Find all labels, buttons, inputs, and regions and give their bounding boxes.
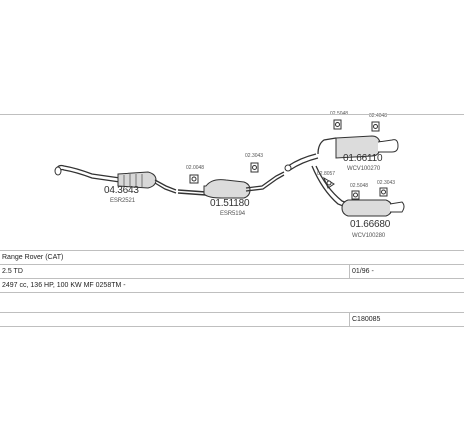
table-divider-1 [349,264,350,278]
table-rule-4 [0,292,464,293]
rear-upper-code: 01.66110 [343,153,383,164]
front-pipe-code: 04.3643 [104,185,139,196]
clip-a-code: 02.0048 [186,165,205,171]
spec-text: 2497 cc, 136 HP, 100 KW MF 0258TM - [2,282,126,289]
clip-e-code: 02.8057 [317,171,336,177]
table-rule-3 [0,278,464,279]
middle-silencer-ref: ESR5194 [220,211,245,217]
rear-lower-code: 01.66680 [350,219,391,230]
clip-part-c [333,119,342,130]
model-text: Range Rover (CAT) [2,254,64,261]
table-rule-2 [0,264,464,265]
engine-text: 2.5 TD [2,268,23,275]
front-pipe-ref: ESR2521 [110,198,135,204]
middle-silencer-code: 01.51180 [210,198,250,209]
clip-f-code: 02.5048 [350,183,369,189]
catalog-number: C180085 [352,316,381,323]
rear-upper-ref: WCV100270 [347,166,381,172]
clip-part-d [371,121,380,132]
clip-b-code: 02.3043 [245,153,264,159]
table-divider-2 [349,312,350,326]
rear-lower-part [311,165,405,217]
clip-g-code: 02.3043 [377,180,396,186]
date-text: 01/96 - [352,268,374,275]
clip-part-g [379,187,388,197]
top-rule [0,114,464,115]
table-rule-6 [0,326,464,327]
table-rule-1 [0,250,464,251]
clip-part-b [250,162,259,173]
table-rule-5 [0,312,464,313]
middle-silencer-part [177,171,285,199]
connector-pipe-part [284,153,319,172]
rear-lower-ref: WCV100280 [352,233,386,239]
front-pipe-part [54,164,177,194]
clip-part-f [351,190,360,200]
rear-upper-part [317,135,399,159]
clip-d-code: 02.4048 [369,113,388,119]
clip-part-a [189,174,199,184]
